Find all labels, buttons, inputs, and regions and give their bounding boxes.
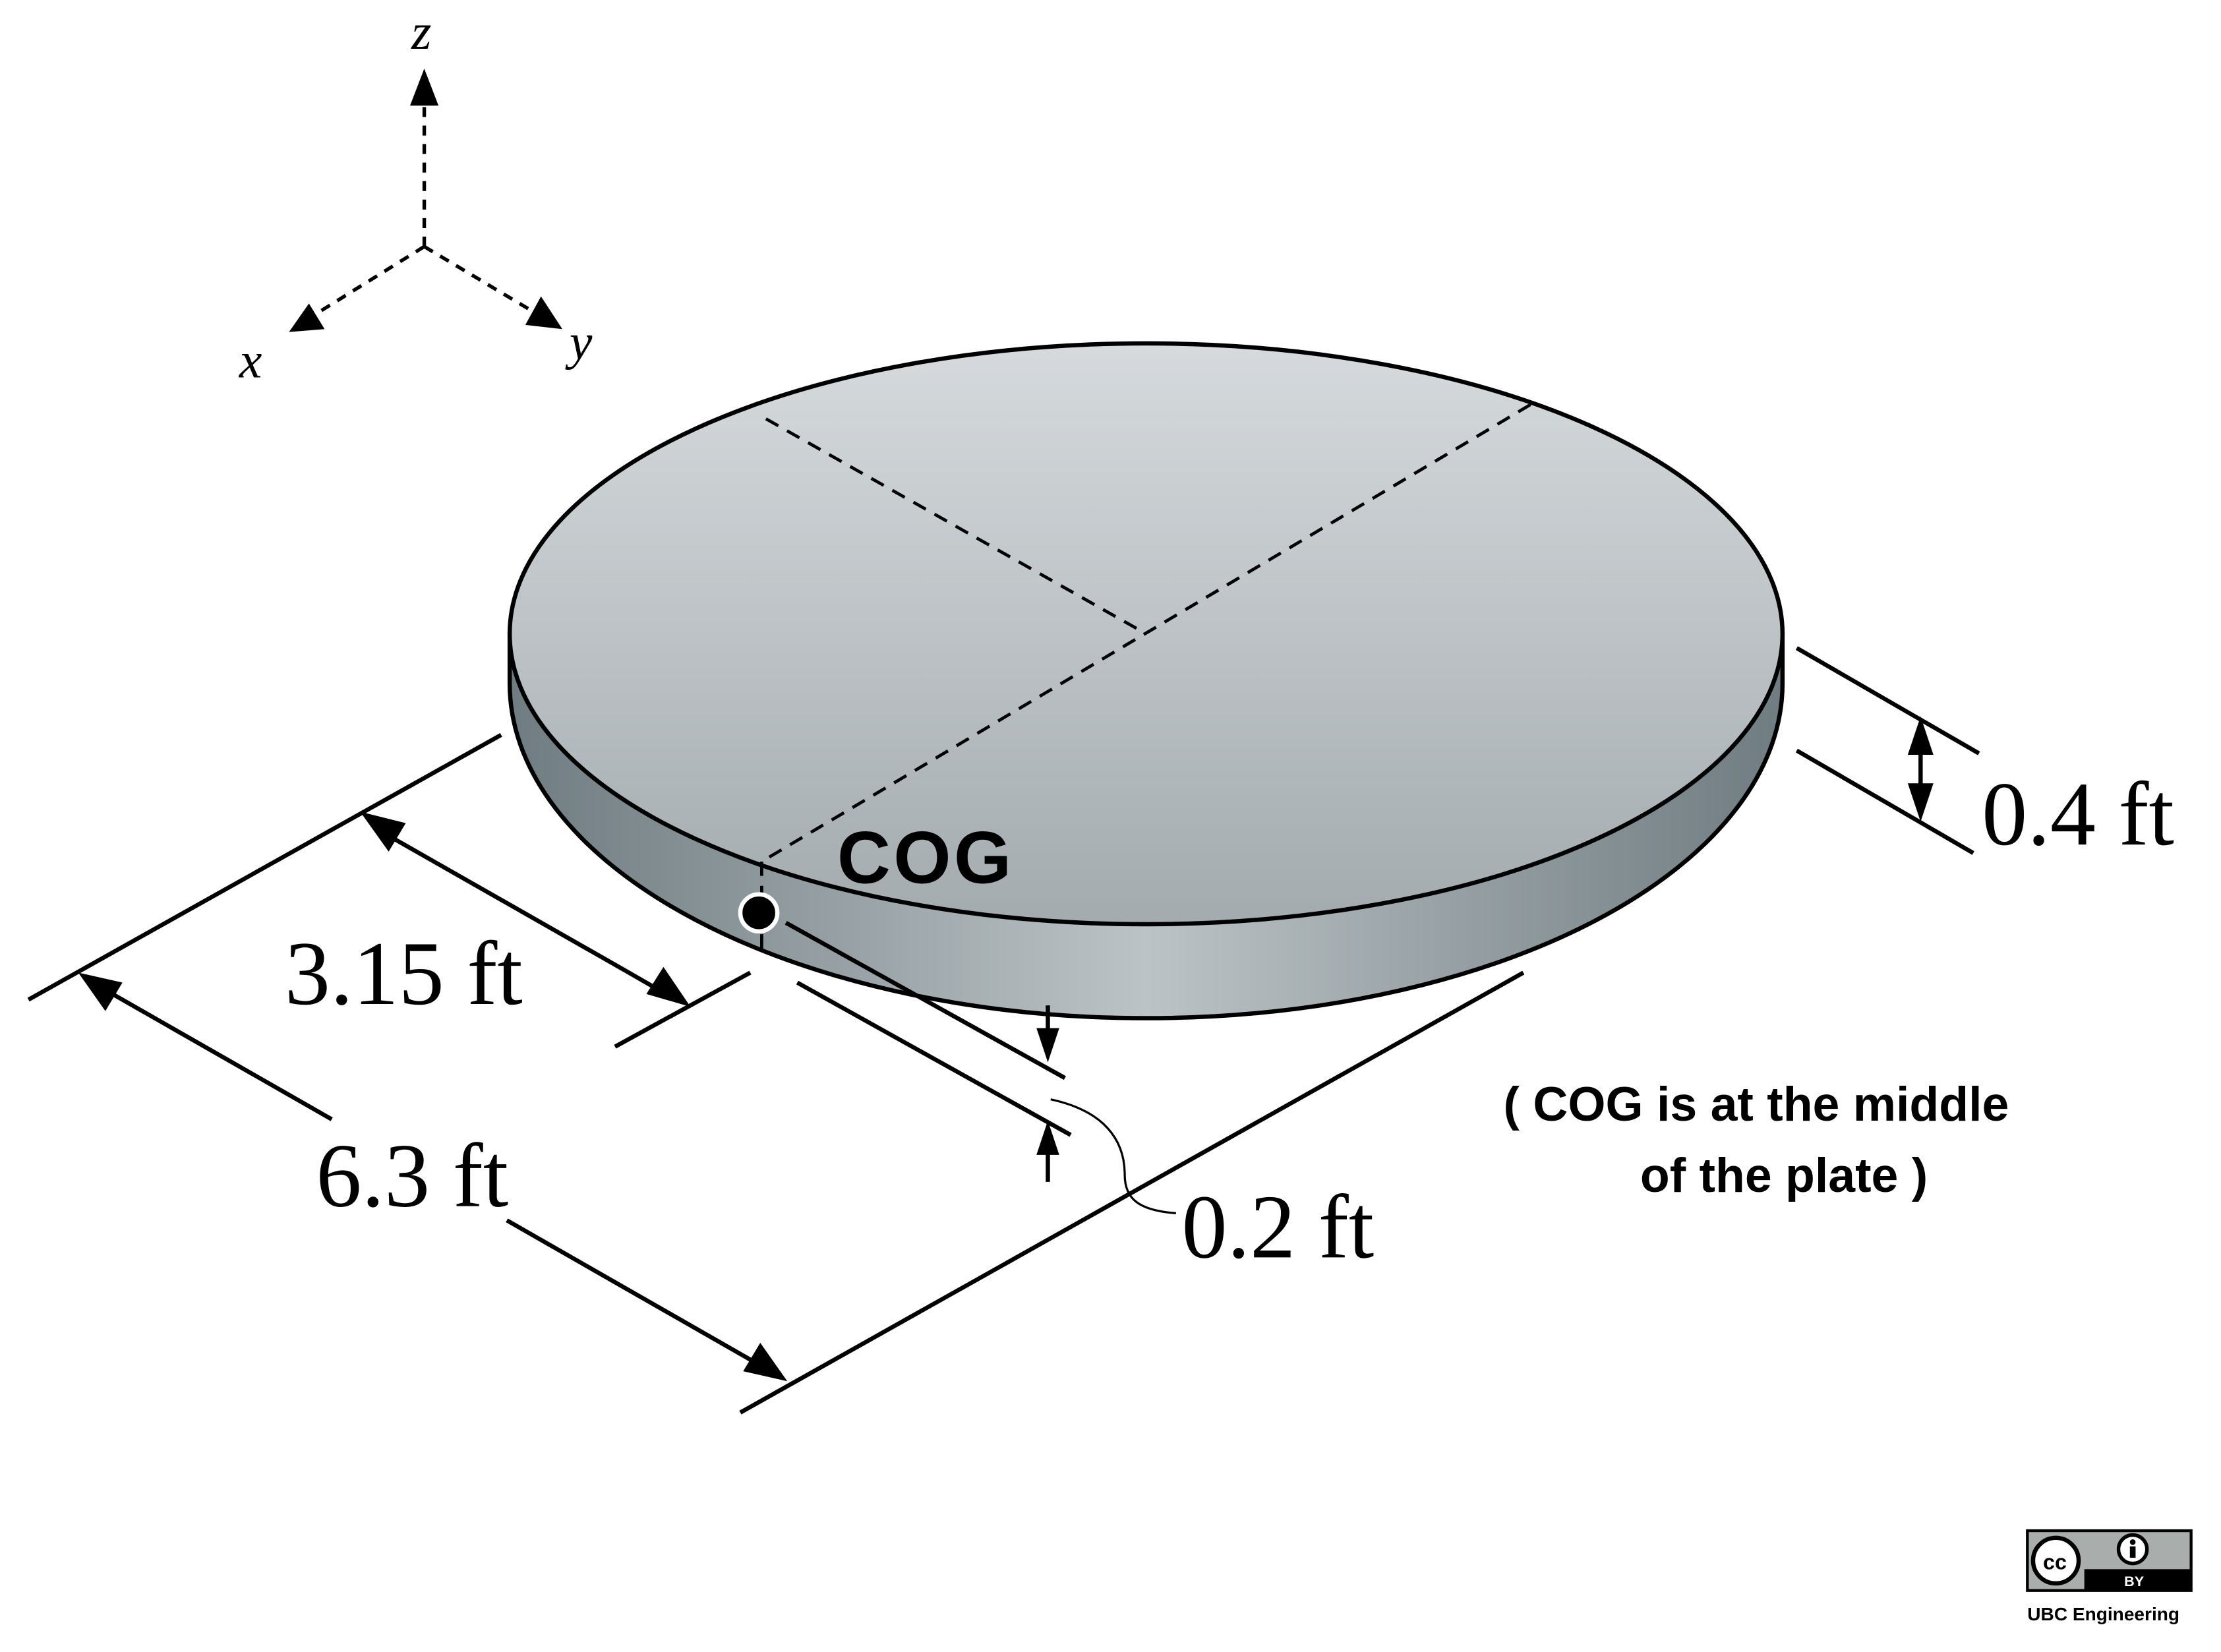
cog-label: COG (837, 815, 1015, 899)
thickness-extension-top (1795, 646, 1980, 755)
thickness-arrowhead-down (1907, 783, 1934, 822)
thickness-extension-bottom (1795, 748, 1974, 855)
y-axis-label: y (565, 314, 593, 370)
cog-height-extension-lower (796, 980, 1072, 1137)
thickness-label: 0.4 ft (1982, 763, 2174, 864)
cc-icon (2030, 1535, 2081, 1586)
extension-line-cog (614, 970, 752, 1049)
license-credit-text: UBC Engineering (2027, 1604, 2179, 1624)
cc-icon-text: cc (2043, 1550, 2067, 1574)
z-axis-label: z (411, 3, 431, 60)
cog-height-arrowhead-down (1036, 1028, 1059, 1063)
z-axis-arrowhead (409, 69, 439, 106)
cog-offset-arrowhead-right (646, 966, 691, 1007)
x-axis-arrowhead (289, 303, 325, 332)
x-axis-line (307, 245, 425, 321)
cog-height-label: 0.2 ft (1181, 1176, 1374, 1277)
top-centerline-1 (765, 417, 1147, 635)
license-badge-by-strip (2084, 1569, 2191, 1591)
cog-offset-label: 3.15 ft (285, 923, 523, 1024)
cog-point-marker (738, 892, 780, 934)
diameter-label: 6.3 ft (316, 1125, 508, 1226)
attribution-person-head (2129, 1539, 2136, 1545)
diameter-arrowhead-left (78, 972, 123, 1011)
attribution-person-body (2129, 1546, 2136, 1558)
diameter-line-upper (101, 986, 333, 1121)
cc-by-license-badge: cc BY UBC Engineering (2026, 1529, 2193, 1624)
license-by-text: BY (2124, 1573, 2145, 1589)
cog-offset-line-upper (380, 829, 628, 974)
cog-offset-arrowhead-left (360, 811, 406, 852)
cog-height-extension-upper (785, 921, 1066, 1080)
coordinate-axes (307, 97, 543, 321)
diameter-line-lower (506, 1218, 765, 1369)
x-axis-label: x (239, 332, 262, 389)
diameter-dimension (101, 986, 765, 1369)
cog-height-arrowhead-up (1036, 1121, 1059, 1155)
note-line-1: ( COG is at the middle (1504, 1077, 2009, 1131)
diameter-arrowhead-right (743, 1342, 788, 1382)
top-centerline-2 (761, 403, 1531, 864)
cog-height-leader (1050, 1098, 1176, 1215)
y-axis-line (423, 245, 543, 318)
note-line-2: of the plate ) (1640, 1148, 1928, 1202)
y-axis-arrowhead (525, 296, 563, 330)
circular-plate (507, 341, 1785, 1020)
thickness-dimension (1795, 646, 1980, 855)
plan-dimension-extensions (27, 732, 1525, 1415)
thickness-arrowhead-up (1907, 716, 1934, 755)
extension-line-right-edge (739, 970, 1525, 1415)
extension-line-left-edge (27, 732, 502, 1002)
